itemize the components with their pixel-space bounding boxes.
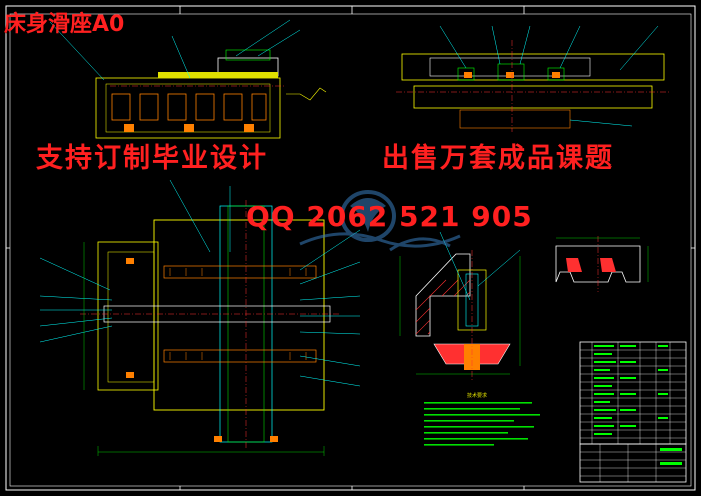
promo-text-left: 支持订制毕业设计: [36, 143, 268, 174]
watermark-logo-icon: [299, 190, 461, 252]
plan-view: [39, 179, 361, 456]
inner-frame: [9, 13, 692, 487]
title-block: [579, 443, 687, 483]
section-view: [399, 231, 521, 380]
front-view: [49, 19, 327, 139]
detail-view: [555, 236, 649, 292]
parts-list-table: [579, 341, 687, 445]
side-view: [396, 25, 670, 132]
outer-frame: [5, 5, 696, 491]
drawing-title: 床身滑座A0: [4, 12, 125, 37]
frame-ticks: [6, 6, 695, 490]
contact-qq-text: QQ 2062 521 905: [246, 200, 533, 233]
promo-text-right: 出售万套成品课题: [382, 143, 614, 174]
tech-requirements-title: 技术要求: [467, 393, 488, 399]
